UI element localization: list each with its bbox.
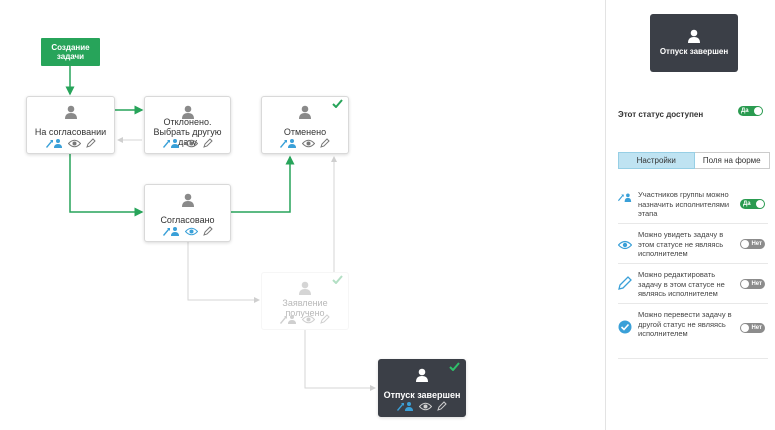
permission-toggle[interactable]: Нет bbox=[740, 279, 765, 289]
permission-text: Участников группы можно назначить исполн… bbox=[638, 190, 730, 218]
node-na-soglasovanii[interactable]: На согласовании bbox=[26, 96, 115, 154]
toggle-knob bbox=[741, 324, 749, 332]
toggle-label: Нет bbox=[751, 241, 762, 247]
toggle-label: Нет bbox=[751, 281, 762, 287]
edge-zayavlenie-to-otpusk bbox=[304, 330, 376, 391]
pencil-icon[interactable] bbox=[320, 138, 330, 148]
pencil-icon[interactable] bbox=[85, 138, 96, 148]
permission-text: Можно увидеть задачу в этом статусе не я… bbox=[638, 230, 724, 258]
node-otmeneno[interactable]: Отменено bbox=[261, 96, 349, 154]
check-circle-icon bbox=[618, 320, 632, 334]
node-soglasovano[interactable]: Согласовано bbox=[144, 184, 231, 242]
check-icon bbox=[332, 99, 343, 108]
toggle-knob bbox=[754, 107, 762, 115]
status-available-row: Этот статус доступен Да bbox=[618, 104, 763, 119]
permission-text: Можно перевести задачу в другой статус н… bbox=[638, 310, 732, 338]
toggle-knob bbox=[756, 200, 764, 208]
node-otpusk-zavershen[interactable]: Отпуск завершен bbox=[378, 359, 466, 417]
panel-tabs: Настройки Поля на форме bbox=[618, 152, 770, 169]
assign-users-icon[interactable] bbox=[280, 314, 297, 324]
status-preview-card: Отпуск завершен bbox=[650, 14, 738, 72]
permission-change-status: Можно перевести задачу в другой статус н… bbox=[618, 310, 770, 350]
status-available-toggle[interactable]: Да bbox=[738, 106, 763, 116]
divider bbox=[618, 303, 768, 304]
edge-soglasovano-to-otmeneno bbox=[231, 155, 295, 213]
status-preview-title: Отпуск завершен bbox=[659, 47, 729, 56]
tab-settings[interactable]: Настройки bbox=[618, 152, 695, 169]
eye-icon[interactable] bbox=[67, 139, 81, 148]
toggle-label: Нет bbox=[751, 325, 762, 331]
eye-icon[interactable] bbox=[184, 227, 198, 236]
node-otkloneno[interactable]: Отклонено. Выбрать другую дату bbox=[144, 96, 231, 154]
edge-na-soglasovanii-to-soglasovano bbox=[69, 154, 144, 217]
toggle-knob bbox=[741, 240, 749, 248]
toggle-knob bbox=[741, 280, 749, 288]
tab-form-fields[interactable]: Поля на форме bbox=[694, 152, 770, 169]
assign-users-icon[interactable] bbox=[397, 401, 414, 411]
check-icon bbox=[449, 362, 460, 371]
divider bbox=[618, 263, 768, 264]
user-icon bbox=[299, 281, 311, 295]
node-label: Заявление получено bbox=[282, 298, 328, 318]
permission-toggle[interactable]: Да bbox=[740, 199, 765, 209]
node-zayavlenie[interactable]: Заявление получено bbox=[261, 272, 349, 330]
pencil-icon[interactable] bbox=[202, 138, 213, 148]
permission-text: Можно редактировать задачу в этом статус… bbox=[638, 270, 725, 298]
divider bbox=[618, 223, 768, 224]
workflow-edges bbox=[65, 66, 376, 391]
status-settings-panel: Отпуск завершен Этот статус доступен Да … bbox=[605, 0, 775, 430]
pencil-icon[interactable] bbox=[437, 401, 447, 411]
node-label: На согласовании bbox=[34, 127, 107, 137]
pencil-icon bbox=[618, 276, 632, 290]
user-icon bbox=[299, 105, 311, 119]
user-icon bbox=[688, 29, 700, 43]
permission-view-task: Можно увидеть задачу в этом статусе не я… bbox=[618, 230, 770, 260]
toggle-label: Да bbox=[743, 201, 751, 207]
toggle-label: Да bbox=[741, 108, 749, 114]
eye-icon[interactable] bbox=[302, 315, 315, 324]
node-label: Согласовано bbox=[160, 215, 215, 225]
pencil-icon[interactable] bbox=[320, 314, 330, 324]
permission-toggle[interactable]: Нет bbox=[740, 239, 765, 249]
node-label: Отменено bbox=[283, 127, 327, 137]
assign-users-icon[interactable] bbox=[280, 138, 297, 148]
assign-users-icon bbox=[618, 193, 632, 202]
permission-assign-members: Участников группы можно назначить исполн… bbox=[618, 190, 770, 220]
eye-icon[interactable] bbox=[184, 139, 198, 148]
assign-users-icon[interactable] bbox=[45, 138, 63, 148]
node-label: Отклонено. Выбрать другую дату bbox=[153, 117, 222, 147]
status-available-label: Этот статус доступен bbox=[618, 110, 704, 119]
workflow-canvas: Создание задачи На согласовании Отклонен… bbox=[26, 38, 466, 417]
user-icon bbox=[416, 368, 428, 382]
permission-edit-task: Можно редактировать задачу в этом статус… bbox=[618, 270, 770, 300]
permission-toggle[interactable]: Нет bbox=[740, 323, 765, 333]
user-icon bbox=[181, 193, 194, 207]
eye-icon bbox=[618, 240, 632, 250]
assign-users-icon[interactable] bbox=[162, 138, 180, 148]
edge-soglasovano-to-zayavlenie bbox=[187, 242, 260, 303]
divider bbox=[618, 358, 768, 359]
pencil-icon[interactable] bbox=[202, 226, 213, 236]
start-node-create-task[interactable]: Создание задачи bbox=[41, 38, 100, 66]
check-icon bbox=[332, 275, 343, 284]
eye-icon[interactable] bbox=[302, 139, 315, 148]
user-icon bbox=[181, 105, 194, 119]
assign-users-icon[interactable] bbox=[162, 226, 180, 236]
eye-icon[interactable] bbox=[419, 402, 432, 411]
node-label: Отпуск завершен bbox=[383, 390, 461, 400]
user-icon bbox=[64, 105, 77, 119]
